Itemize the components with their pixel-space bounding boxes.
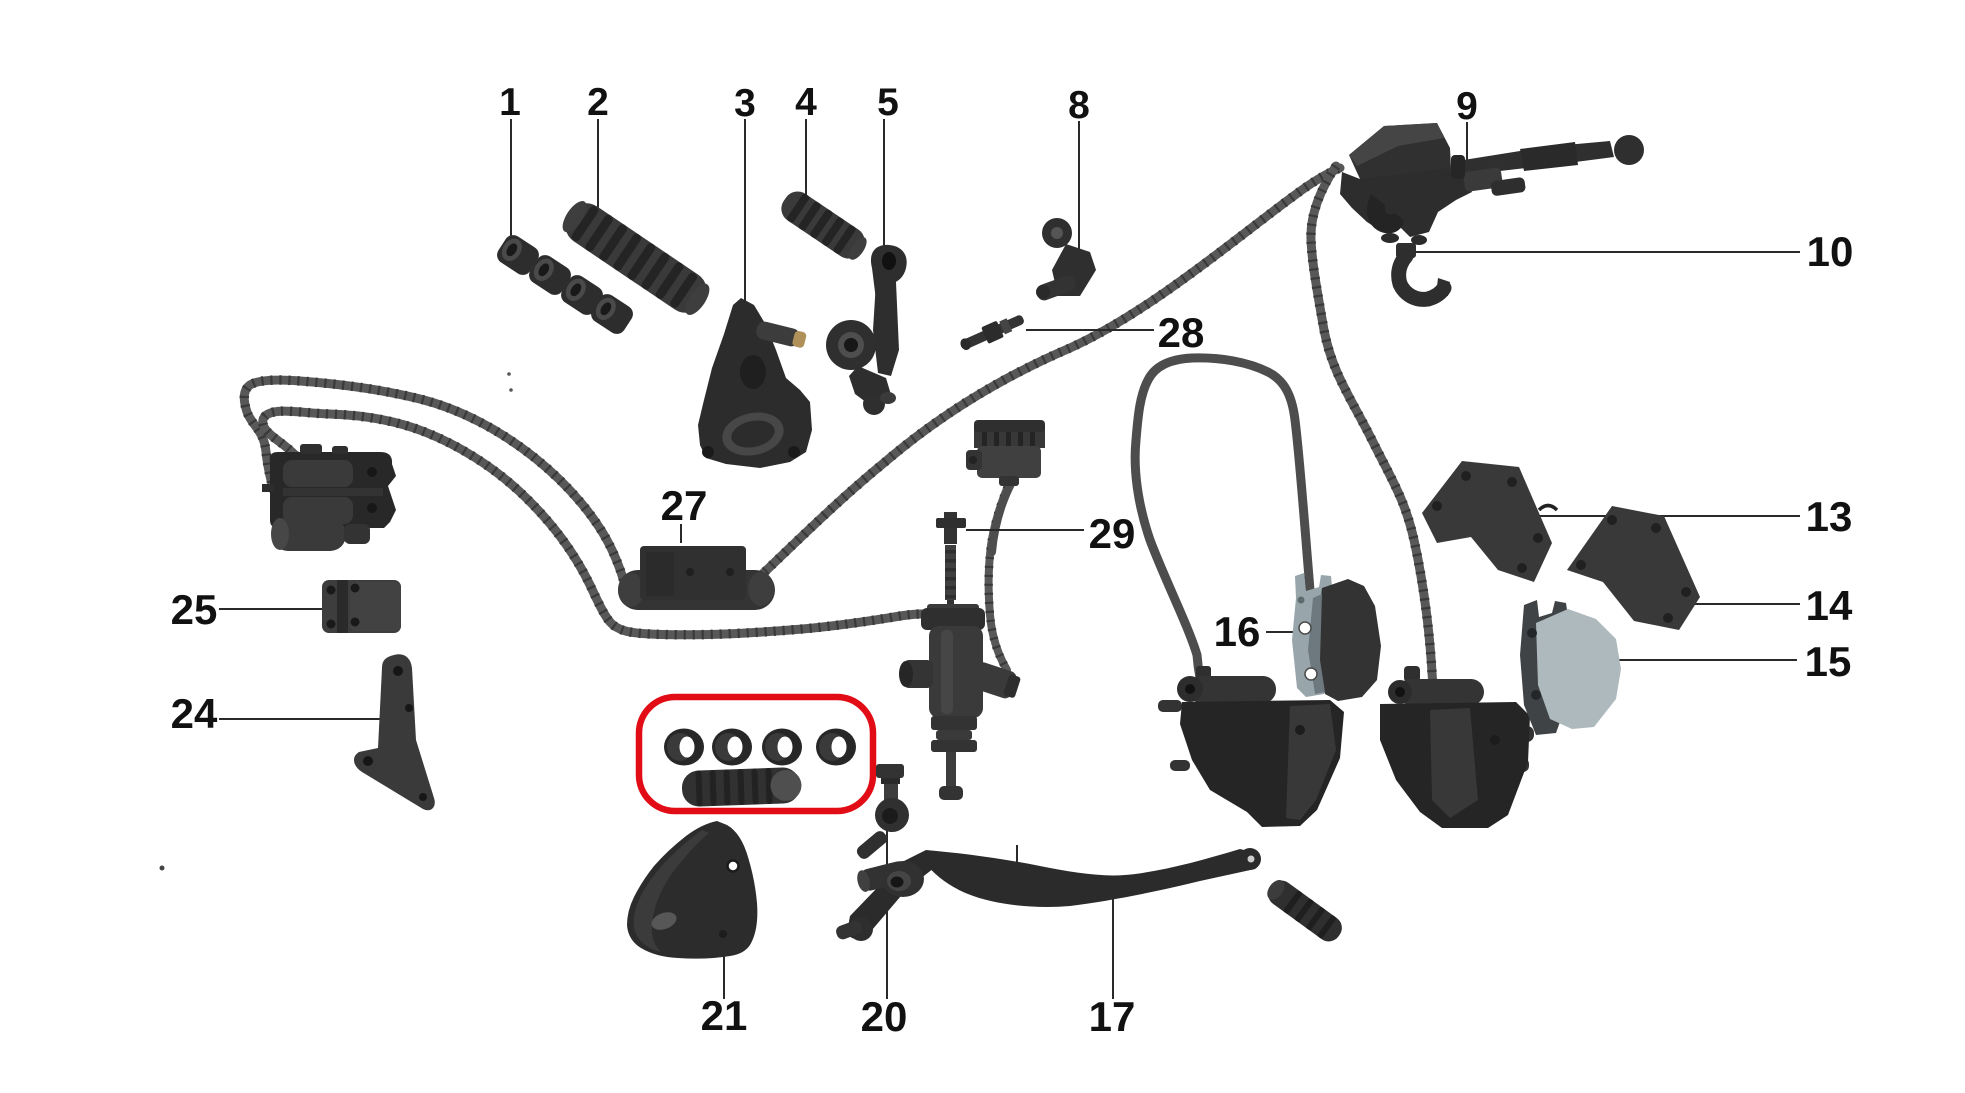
svg-text:17: 17 (1089, 993, 1136, 1040)
svg-text:27: 27 (661, 482, 708, 529)
svg-text:25: 25 (171, 586, 218, 633)
svg-text:16: 16 (1214, 608, 1261, 655)
svg-text:3: 3 (734, 82, 756, 125)
svg-text:20: 20 (861, 993, 908, 1040)
svg-text:1: 1 (499, 81, 521, 124)
svg-text:24: 24 (171, 690, 218, 737)
svg-text:21: 21 (701, 992, 748, 1039)
svg-text:28: 28 (1158, 309, 1205, 356)
svg-text:5: 5 (877, 81, 899, 124)
svg-text:8: 8 (1068, 84, 1090, 127)
svg-text:2: 2 (587, 81, 609, 124)
svg-text:13: 13 (1806, 493, 1853, 540)
svg-text:15: 15 (1805, 638, 1852, 685)
svg-text:29: 29 (1089, 510, 1136, 557)
svg-text:10: 10 (1807, 228, 1854, 275)
svg-text:14: 14 (1806, 582, 1853, 629)
svg-text:4: 4 (795, 81, 817, 124)
svg-text:9: 9 (1456, 85, 1478, 128)
